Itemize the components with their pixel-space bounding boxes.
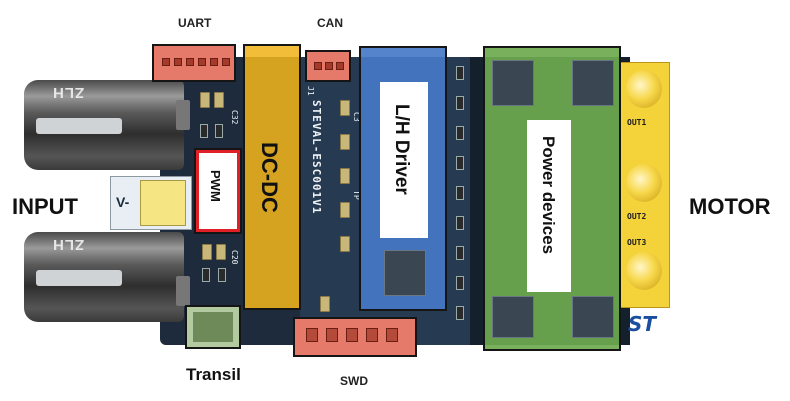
pwm-label-background bbox=[199, 153, 237, 229]
capacitor-top-stripe bbox=[36, 118, 122, 134]
smd-resistor bbox=[218, 268, 226, 282]
silkscreen-j1: J1 bbox=[306, 86, 315, 96]
smd-component bbox=[200, 92, 210, 108]
uart-pin bbox=[186, 58, 194, 66]
v-minus-label: V- bbox=[116, 194, 130, 210]
smd-component bbox=[216, 244, 226, 260]
silkscreen-c3: C3 bbox=[352, 112, 361, 122]
dcdc-label: DC-DC bbox=[257, 142, 282, 213]
capacitor-top-marking: ZLH bbox=[52, 84, 85, 101]
smd-resistor bbox=[456, 246, 464, 260]
can-pin bbox=[336, 62, 344, 70]
board-name-silkscreen: STEVAL-ESC001V1 bbox=[310, 100, 323, 215]
mosfet-chip bbox=[572, 60, 614, 106]
motor-pad-2 bbox=[626, 164, 662, 202]
uart-pin bbox=[174, 58, 182, 66]
power-devices-label: Power devices bbox=[539, 136, 558, 255]
lh-driver-label: L/H Driver bbox=[391, 104, 412, 195]
mosfet-chip bbox=[572, 296, 614, 338]
st-logo: ST bbox=[628, 312, 657, 336]
smd-component bbox=[214, 92, 224, 108]
can-label: CAN bbox=[317, 16, 343, 30]
swd-label: SWD bbox=[340, 374, 368, 388]
smd-component bbox=[340, 236, 350, 252]
swd-pin bbox=[346, 328, 358, 342]
smd-component bbox=[340, 134, 350, 150]
swd-pin bbox=[386, 328, 398, 342]
can-pin bbox=[325, 62, 333, 70]
capacitor-top-lead bbox=[176, 100, 190, 130]
dcdc-box bbox=[243, 44, 301, 310]
silkscreen-c32: C32 bbox=[230, 110, 239, 125]
capacitor-bottom-marking: ZLH bbox=[52, 236, 85, 253]
input-terminal-pad bbox=[140, 180, 186, 226]
mosfet-chip bbox=[492, 296, 534, 338]
swd-pin bbox=[326, 328, 338, 342]
smd-component bbox=[340, 168, 350, 184]
smd-component bbox=[340, 100, 350, 116]
out1-label: OUT1 bbox=[627, 118, 647, 127]
smd-component bbox=[202, 244, 212, 260]
smd-resistor bbox=[456, 276, 464, 290]
smd-resistor bbox=[456, 66, 464, 80]
pwm-label: PWM bbox=[208, 170, 223, 202]
silkscreen-tp: TP bbox=[352, 190, 361, 200]
out3-label: OUT3 bbox=[627, 238, 647, 247]
uart-pin bbox=[198, 58, 206, 66]
uart-pin bbox=[222, 58, 230, 66]
smd-resistor bbox=[456, 216, 464, 230]
motor-pad-3 bbox=[626, 252, 662, 290]
smd-resistor bbox=[456, 156, 464, 170]
transil-component bbox=[193, 312, 233, 342]
uart-pin bbox=[162, 58, 170, 66]
smd-resistor bbox=[456, 126, 464, 140]
silkscreen-c20: C20 bbox=[230, 250, 239, 265]
smd-resistor bbox=[200, 124, 208, 138]
can-pin bbox=[314, 62, 322, 70]
smd-resistor bbox=[456, 306, 464, 320]
lh-driver-label-background bbox=[380, 82, 428, 238]
uart-pin bbox=[210, 58, 218, 66]
swd-pin bbox=[306, 328, 318, 342]
smd-component bbox=[320, 296, 330, 312]
input-label: INPUT bbox=[12, 194, 78, 219]
smd-resistor bbox=[456, 96, 464, 110]
out2-label: OUT2 bbox=[627, 212, 647, 221]
smd-component bbox=[340, 202, 350, 218]
swd-pin bbox=[366, 328, 378, 342]
capacitor-bottom-lead bbox=[176, 276, 190, 306]
uart-label: UART bbox=[178, 16, 212, 30]
transil-label: Transil bbox=[186, 365, 241, 384]
power-devices-label-background bbox=[527, 120, 571, 292]
motor-pad-1 bbox=[626, 70, 662, 108]
mosfet-chip bbox=[492, 60, 534, 106]
smd-resistor bbox=[456, 186, 464, 200]
smd-resistor bbox=[215, 124, 223, 138]
capacitor-bottom-stripe bbox=[36, 270, 122, 286]
driver-chip bbox=[384, 250, 426, 296]
smd-resistor bbox=[202, 268, 210, 282]
motor-label: MOTOR bbox=[689, 194, 771, 219]
